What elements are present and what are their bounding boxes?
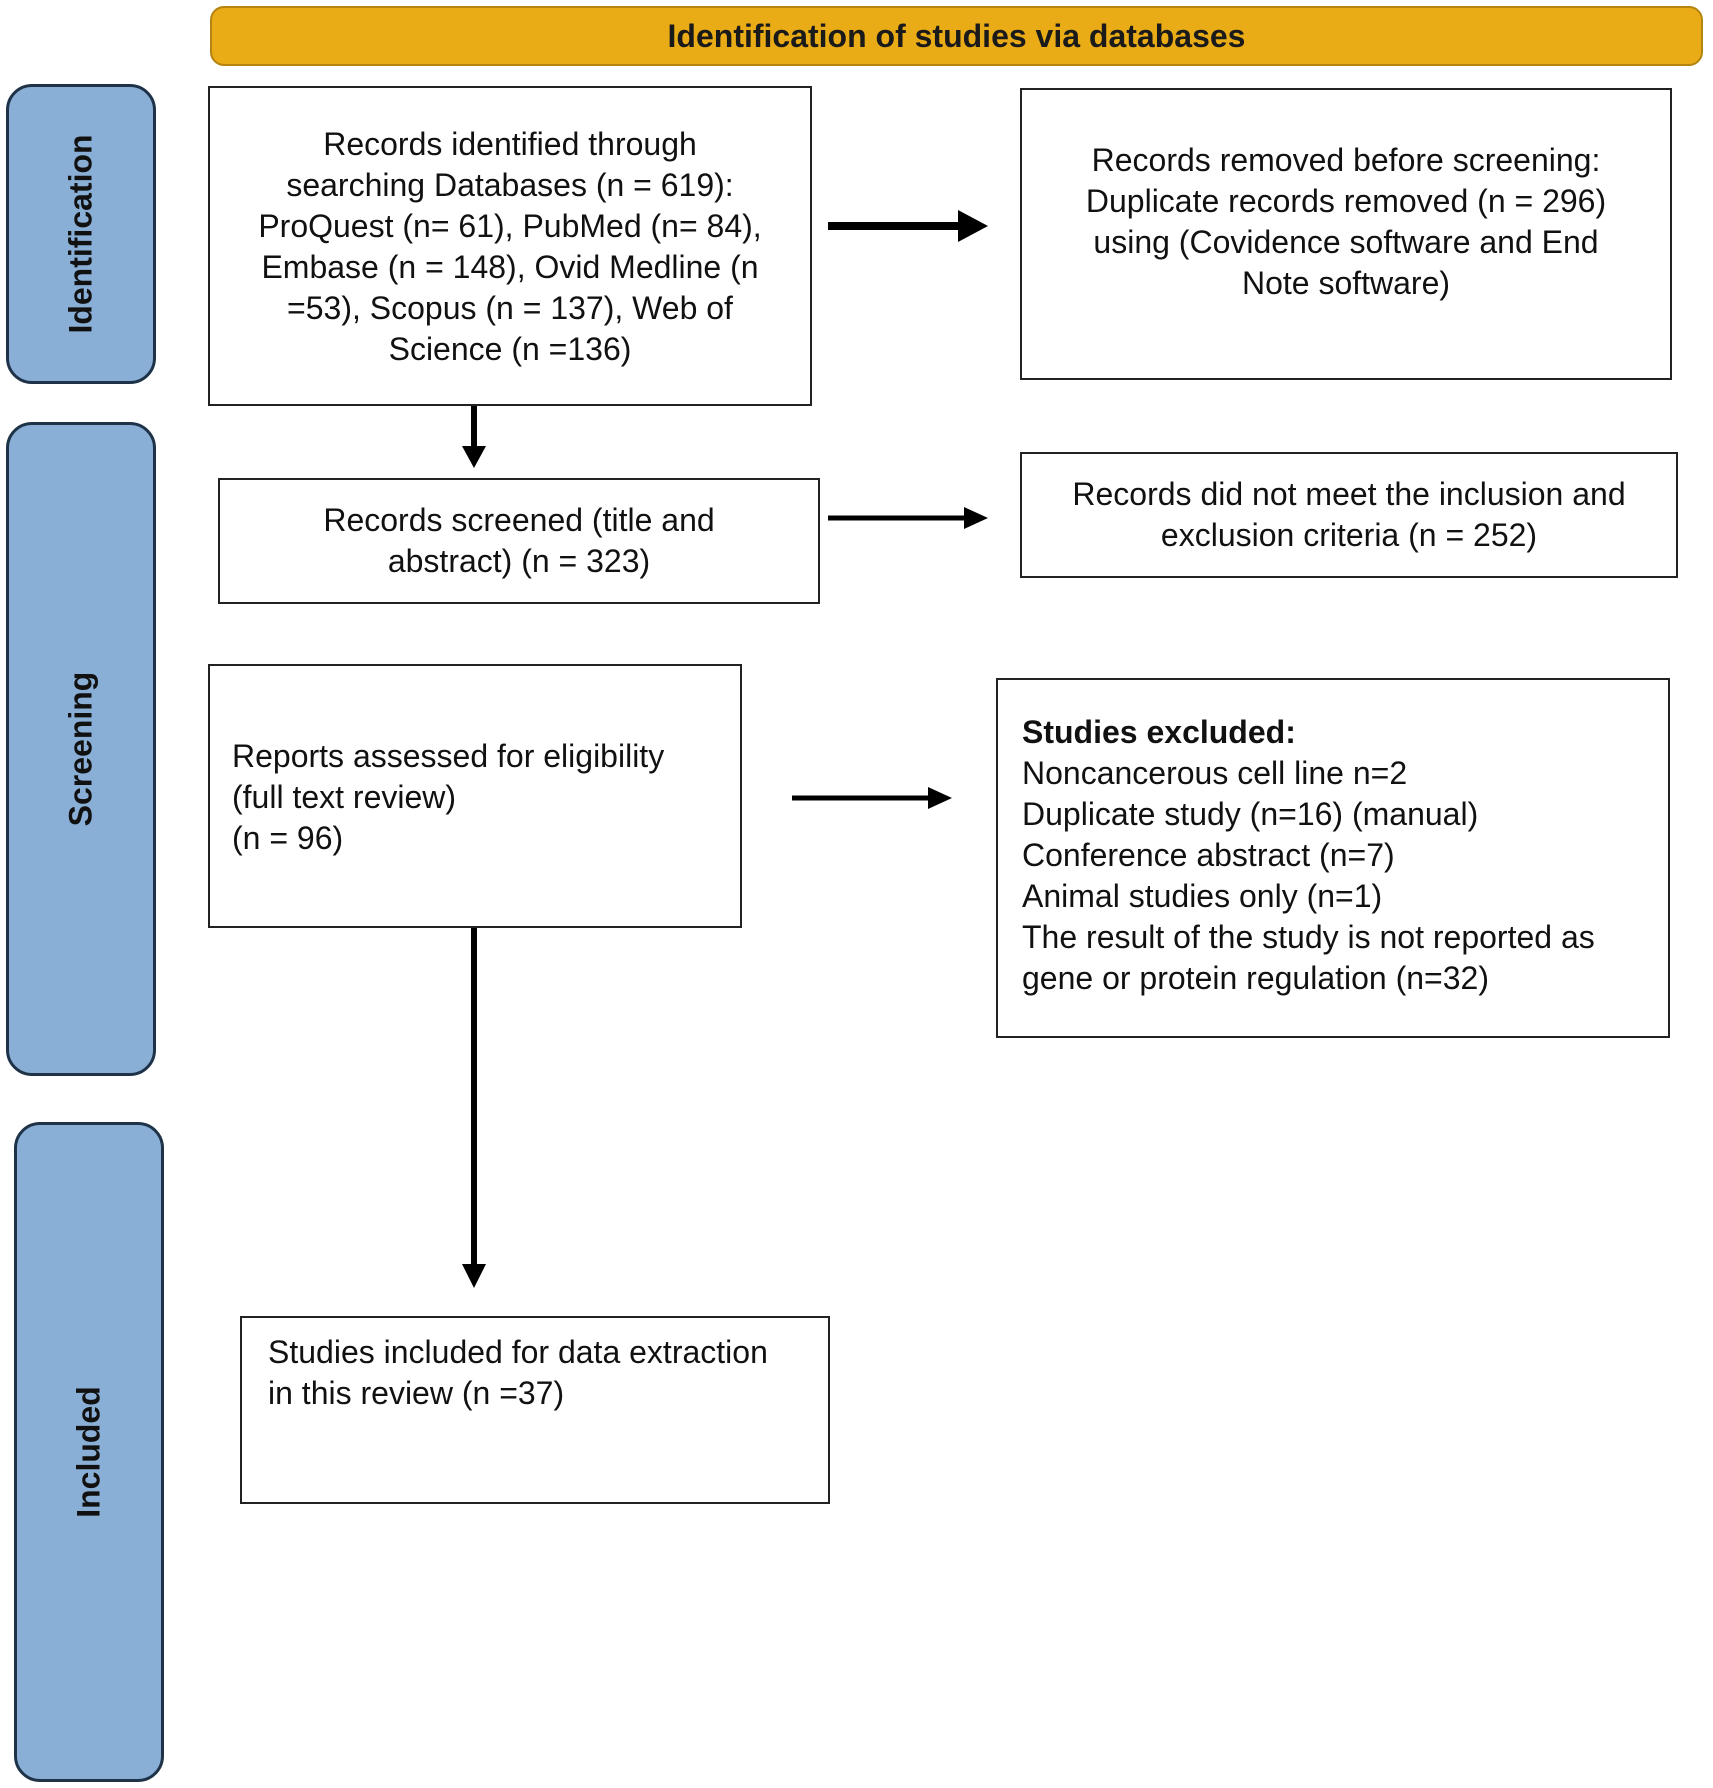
text-line: exclusion criteria (n = 252) <box>1160 517 1538 553</box>
exclusion-item: Animal studies only (n=1) <box>1022 878 1383 914</box>
phase-screening-label: Screening <box>62 671 99 827</box>
text-line: Records removed before screening: <box>1091 142 1601 178</box>
phase-included-label: Included <box>70 1386 107 1518</box>
arrowhead-icon <box>958 210 988 242</box>
text-line: Note software) <box>1241 265 1451 301</box>
text-line: Embase (n = 148), Ovid Medline (n <box>261 249 759 285</box>
exclusion-item: Noncancerous cell line n=2 <box>1022 755 1408 791</box>
text-line: in this review (n =37) <box>268 1375 565 1411</box>
exclusion-item: Duplicate study (n=16) (manual) <box>1022 796 1479 832</box>
records-screened-box: Records screened (title and abstract) (n… <box>218 478 820 604</box>
text-line: Science (n =136) <box>388 331 632 367</box>
arrowhead-icon <box>462 446 486 468</box>
studies-excluded-box: Studies excluded: Noncancerous cell line… <box>996 678 1670 1038</box>
phase-screening: Screening <box>6 422 156 1076</box>
header-banner: Identification of studies via databases <box>210 6 1703 66</box>
phase-identification: Identification <box>6 84 156 384</box>
arrowhead-icon <box>928 787 952 809</box>
studies-excluded-title: Studies excluded: <box>1022 714 1296 750</box>
studies-included-box: Studies included for data extraction in … <box>240 1316 830 1504</box>
text-line: Studies included for data extraction <box>268 1334 768 1370</box>
text-line: (n = 96) <box>232 820 344 856</box>
text-line: Reports assessed for eligibility <box>232 738 665 774</box>
records-removed-box: Records removed before screening: Duplic… <box>1020 88 1672 380</box>
text-line: (full text review) <box>232 779 457 815</box>
reports-assessed-box: Reports assessed for eligibility (full t… <box>208 664 742 928</box>
arrowhead-icon <box>964 507 988 529</box>
text-line: Records screened (title and <box>323 502 715 538</box>
exclusion-item: Conference abstract (n=7) <box>1022 837 1395 873</box>
header-title: Identification of studies via databases <box>667 17 1246 54</box>
phase-included: Included <box>14 1122 164 1782</box>
text-line: using (Covidence software and End <box>1093 224 1599 260</box>
records-identified-box: Records identified through searching Dat… <box>208 86 812 406</box>
text-line: abstract) (n = 323) <box>387 543 651 579</box>
exclusion-item: The result of the study is not reported … <box>1022 919 1595 955</box>
text-line: searching Databases (n = 619): <box>286 167 734 203</box>
text-line: Records identified through <box>323 126 697 162</box>
exclusion-item: gene or protein regulation (n=32) <box>1022 960 1489 996</box>
phase-identification-label: Identification <box>62 134 99 334</box>
arrowhead-icon <box>462 1264 486 1288</box>
text-line: Records did not meet the inclusion and <box>1072 476 1626 512</box>
text-line: Duplicate records removed (n = 296) <box>1085 183 1607 219</box>
records-not-meeting-box: Records did not meet the inclusion and e… <box>1020 452 1678 578</box>
text-line: ProQuest (n= 61), PubMed (n= 84), <box>258 208 762 244</box>
text-line: =53), Scopus (n = 137), Web of <box>287 290 733 326</box>
